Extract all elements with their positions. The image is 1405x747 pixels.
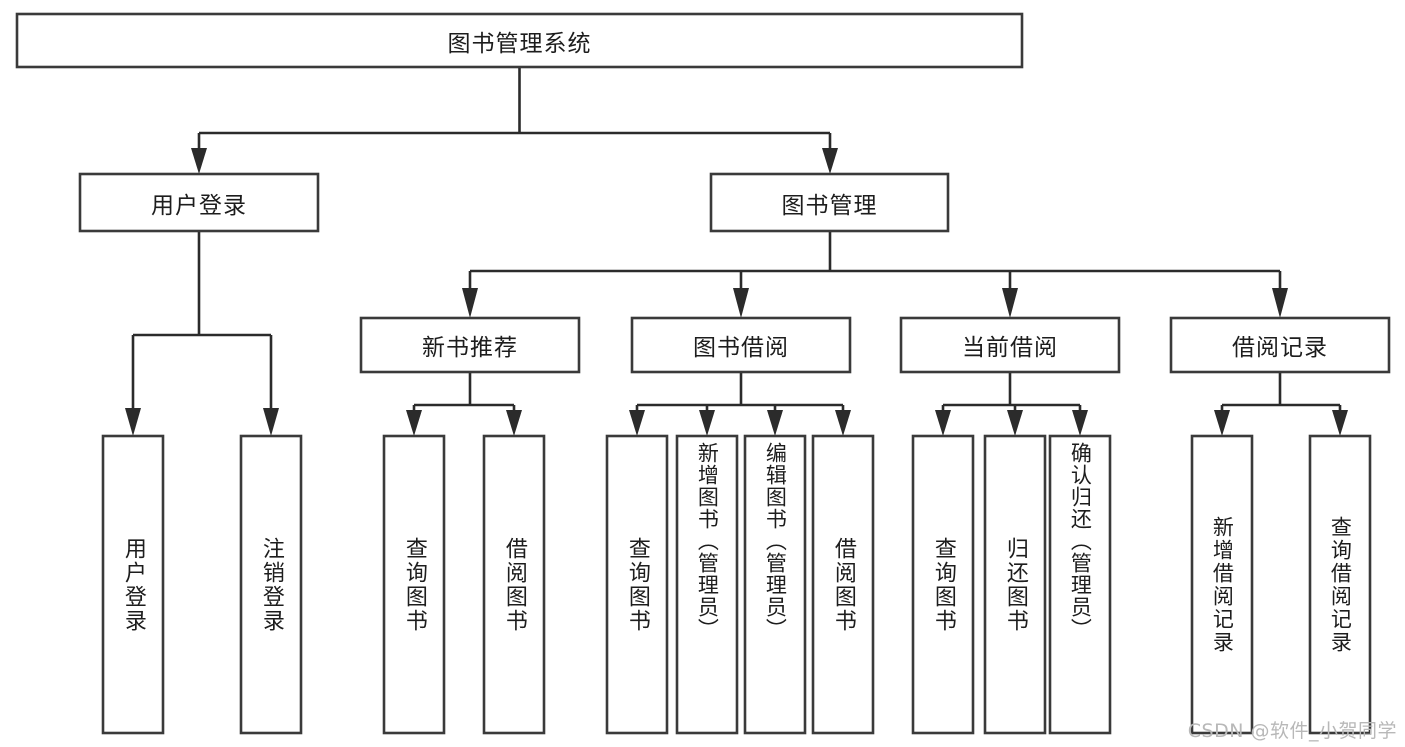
node-box-leaf-user-login[interactable] xyxy=(101,434,165,735)
arrowhead-new-book-recommend xyxy=(462,288,478,318)
arrowhead-leaf-borrow-book-new xyxy=(506,410,522,436)
arrowhead-user-login xyxy=(191,148,207,174)
node-box-leaf-query-book-new[interactable] xyxy=(382,434,446,735)
arrowhead-leaf-query-book-current xyxy=(935,410,951,436)
arrowhead-leaf-return-book xyxy=(1007,410,1023,436)
node-box-borrow-record[interactable] xyxy=(1169,316,1391,374)
arrowhead-borrow-record xyxy=(1272,288,1288,318)
node-box-user-login[interactable] xyxy=(78,172,320,233)
node-box-leaf-borrow-book[interactable] xyxy=(811,434,875,735)
node-box-book-manage[interactable] xyxy=(709,172,950,233)
node-box-leaf-query-book-borrow[interactable] xyxy=(605,434,669,735)
node-box-new-book-recommend[interactable] xyxy=(359,316,581,374)
arrowhead-book-borrow xyxy=(733,288,749,318)
arrowhead-leaf-edit-book-admin xyxy=(767,410,783,436)
node-box-leaf-borrow-book-new[interactable] xyxy=(482,434,546,735)
arrowhead-leaf-query-borrow-record xyxy=(1332,410,1348,436)
node-box-root[interactable] xyxy=(15,12,1024,69)
arrowhead-leaf-logout-login xyxy=(263,408,279,436)
arrowhead-leaf-add-book-admin xyxy=(699,410,715,436)
arrowhead-leaf-borrow-book xyxy=(835,410,851,436)
node-box-leaf-query-borrow-record[interactable] xyxy=(1308,434,1372,735)
arrowhead-leaf-add-borrow-record xyxy=(1214,410,1230,436)
arrowhead-leaf-query-book-new xyxy=(406,410,422,436)
node-box-leaf-return-book[interactable] xyxy=(983,434,1047,735)
arrowhead-leaf-query-book-borrow xyxy=(629,410,645,436)
node-box-leaf-confirm-return-admin[interactable] xyxy=(1048,434,1112,735)
arrowhead-current-borrow xyxy=(1002,288,1018,318)
connectors-layer xyxy=(125,67,1348,436)
node-box-book-borrow[interactable] xyxy=(630,316,852,374)
node-box-leaf-edit-book-admin[interactable] xyxy=(743,434,807,735)
node-box-leaf-add-borrow-record[interactable] xyxy=(1190,434,1254,735)
arrowhead-book-manage xyxy=(822,148,838,174)
arrowhead-leaf-user-login xyxy=(125,408,141,436)
arrowhead-leaf-confirm-return-admin xyxy=(1072,410,1088,436)
node-box-leaf-add-book-admin[interactable] xyxy=(675,434,739,735)
node-box-current-borrow[interactable] xyxy=(899,316,1121,374)
boxes-layer xyxy=(15,12,1391,735)
node-box-leaf-query-book-current[interactable] xyxy=(911,434,975,735)
node-box-leaf-logout-login[interactable] xyxy=(239,434,303,735)
